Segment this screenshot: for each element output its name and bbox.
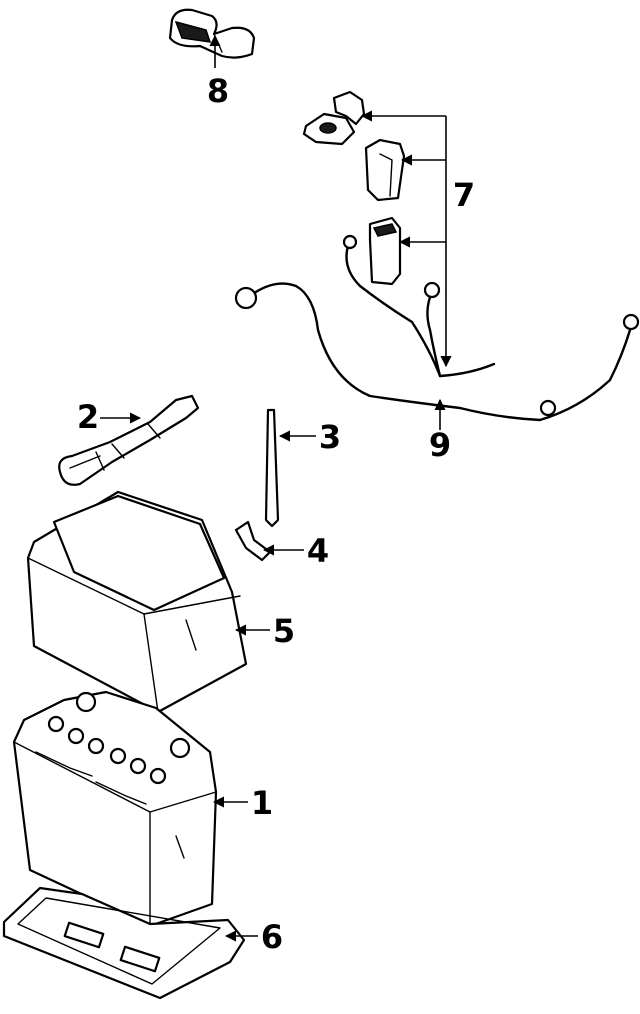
callout-4: 4: [307, 532, 329, 570]
part-9-battery-cable: [234, 234, 640, 422]
callout-1: 1: [251, 784, 273, 822]
part-8-terminal-cover: [168, 8, 256, 59]
part-5-battery-cover: [26, 490, 248, 714]
part-6-battery-tray: [2, 886, 246, 1000]
callout-6: 6: [261, 918, 283, 956]
part-1-battery: [12, 690, 218, 928]
part-2-hold-down-bracket: [58, 394, 200, 486]
callout-5: 5: [273, 612, 295, 650]
leader-lines: [100, 34, 452, 942]
part-7-terminal-hardware: [302, 90, 406, 286]
callout-9: 9: [429, 426, 451, 464]
callout-2: 2: [77, 398, 99, 436]
part-4-clamp: [234, 520, 272, 562]
callout-7: 7: [453, 176, 475, 214]
callout-8: 8: [207, 72, 229, 110]
part-3-hold-down-rod: [264, 408, 280, 528]
callout-3: 3: [319, 418, 341, 456]
